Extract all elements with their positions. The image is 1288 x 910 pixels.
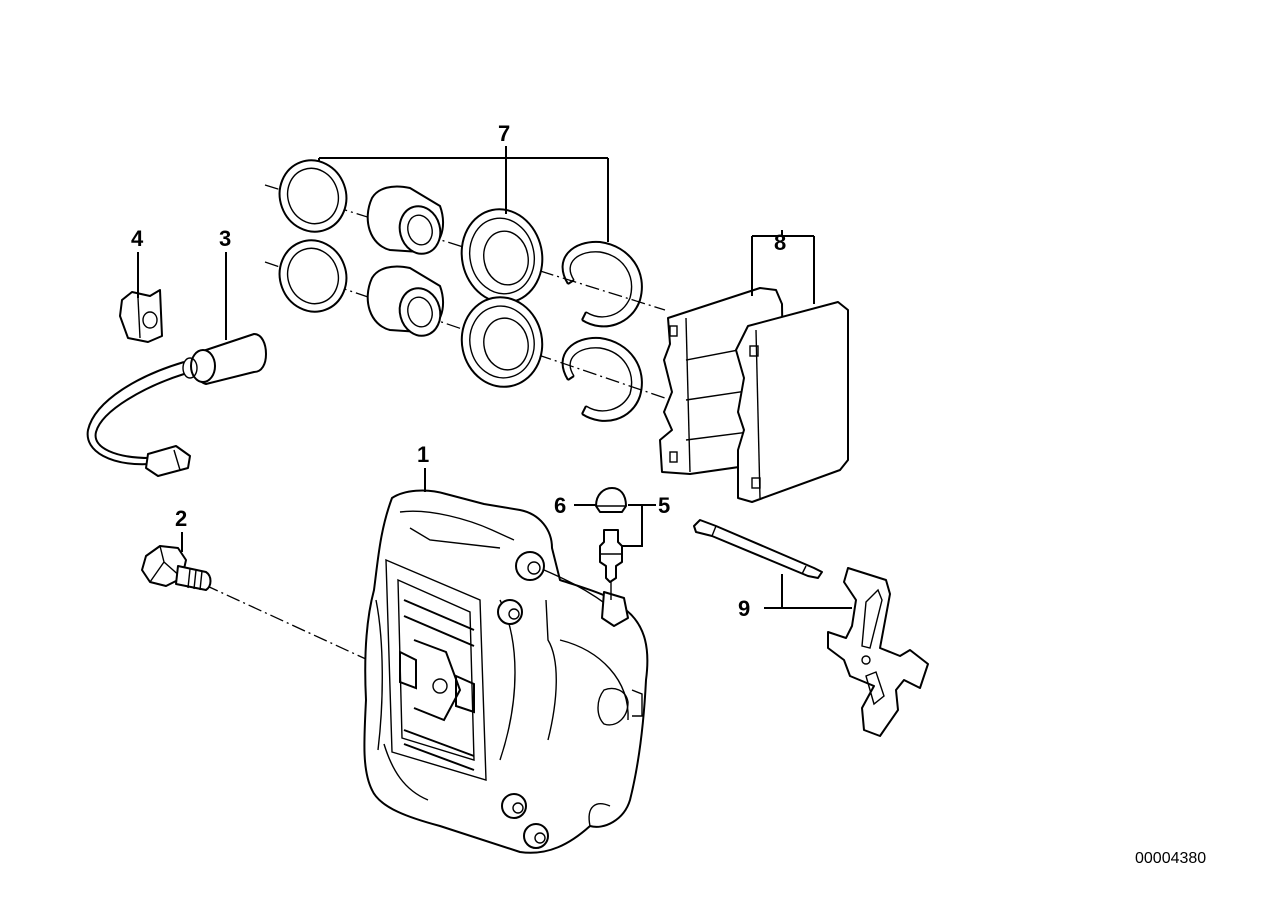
- callout-leader-lines: [137, 146, 852, 609]
- callout-4: 4: [131, 226, 144, 251]
- document-number: 00004380: [1135, 850, 1206, 867]
- brake-pad-wear-sensor: [86, 333, 267, 477]
- retaining-ring-upper: [561, 240, 643, 328]
- callout-labels: 1 2 3 4 5 6 7 8 9: [131, 121, 786, 621]
- callout-9: 9: [738, 596, 750, 621]
- brake-caliper-housing: [363, 489, 649, 854]
- piston-upper: [366, 185, 445, 255]
- sensor-clip: [119, 289, 163, 343]
- anti-rattle-spring: [827, 567, 929, 737]
- callout-2: 2: [175, 506, 187, 531]
- piston-seal-ring-upper: [278, 159, 348, 233]
- piston-lower: [366, 265, 445, 337]
- callout-8: 8: [774, 230, 786, 255]
- callout-3: 3: [219, 226, 231, 251]
- caliper-bolt: [141, 545, 212, 591]
- dust-boot-upper: [460, 208, 544, 304]
- callout-1: 1: [417, 442, 429, 467]
- piston-seal-ring-lower: [278, 239, 348, 313]
- bleeder-dust-cap: [595, 487, 627, 513]
- callout-5: 5: [658, 493, 670, 518]
- callout-7: 7: [498, 121, 510, 146]
- retaining-ring-lower: [561, 336, 643, 422]
- brake-pad-front: [735, 301, 849, 503]
- bleeder-valve: [599, 529, 623, 600]
- callout-6: 6: [554, 493, 566, 518]
- dust-boot-lower: [460, 296, 544, 388]
- pad-retaining-pin: [693, 519, 823, 579]
